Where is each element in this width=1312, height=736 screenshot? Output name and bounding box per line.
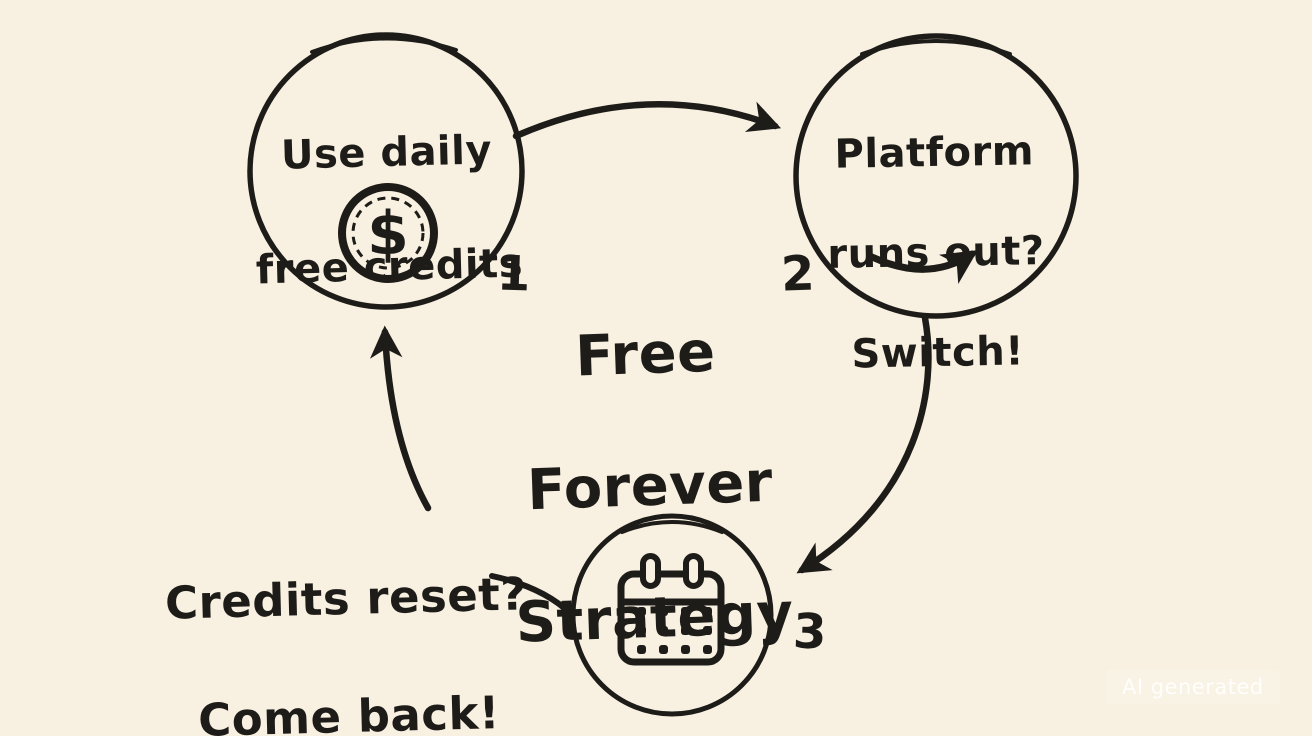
calendar-icon [617, 553, 725, 666]
step-3-number: 3 [792, 603, 828, 661]
ai-generated-watermark: AI generated [1106, 670, 1280, 704]
step-3-circle-sketch-stroke [620, 520, 724, 534]
dollar-coin-icon: $ [338, 183, 438, 283]
step-2-label-line-3: Switch! [851, 328, 1025, 378]
dollar-sign: $ [367, 199, 409, 269]
side-label-line-2: Come back! [197, 686, 501, 736]
step-1-label-line-2: free credits [255, 240, 524, 294]
coin-outer-ring [338, 183, 438, 283]
step-1-circle [247, 32, 525, 310]
step-2-label-line-2: runs out? [827, 228, 1045, 278]
side-label: Credits reset? Come back! [146, 505, 549, 736]
side-label-line-1: Credits reset? [164, 567, 528, 630]
step-2-circle-sketch-stroke [860, 39, 1012, 56]
arrow-step2-to-step3 [796, 314, 932, 574]
calendar-ring-right [683, 553, 704, 589]
coin-inner-ring [351, 196, 425, 270]
step-2-number: 2 [780, 245, 816, 303]
step-1-label-line-1: Use daily [280, 127, 493, 179]
step-2-label-line-1: Platform [834, 128, 1035, 178]
step-1-number: 1 [496, 245, 532, 303]
connector-step3-to-sidelabel [489, 573, 574, 617]
curved-arrow-icon [868, 250, 978, 285]
calendar-body [617, 570, 725, 666]
step-2-circle [793, 33, 1079, 319]
step-2-label: Platform runs out? Switch! [793, 76, 1079, 431]
calendar-ring-left [640, 553, 661, 589]
arrow-step1-to-step2 [512, 101, 782, 140]
step-1-circle-sketch-stroke [310, 36, 458, 54]
arrow-sidelabel-to-step1 [369, 325, 432, 512]
step-1-label: Use daily free credits [242, 64, 533, 356]
calendar-date-dots [637, 607, 712, 654]
